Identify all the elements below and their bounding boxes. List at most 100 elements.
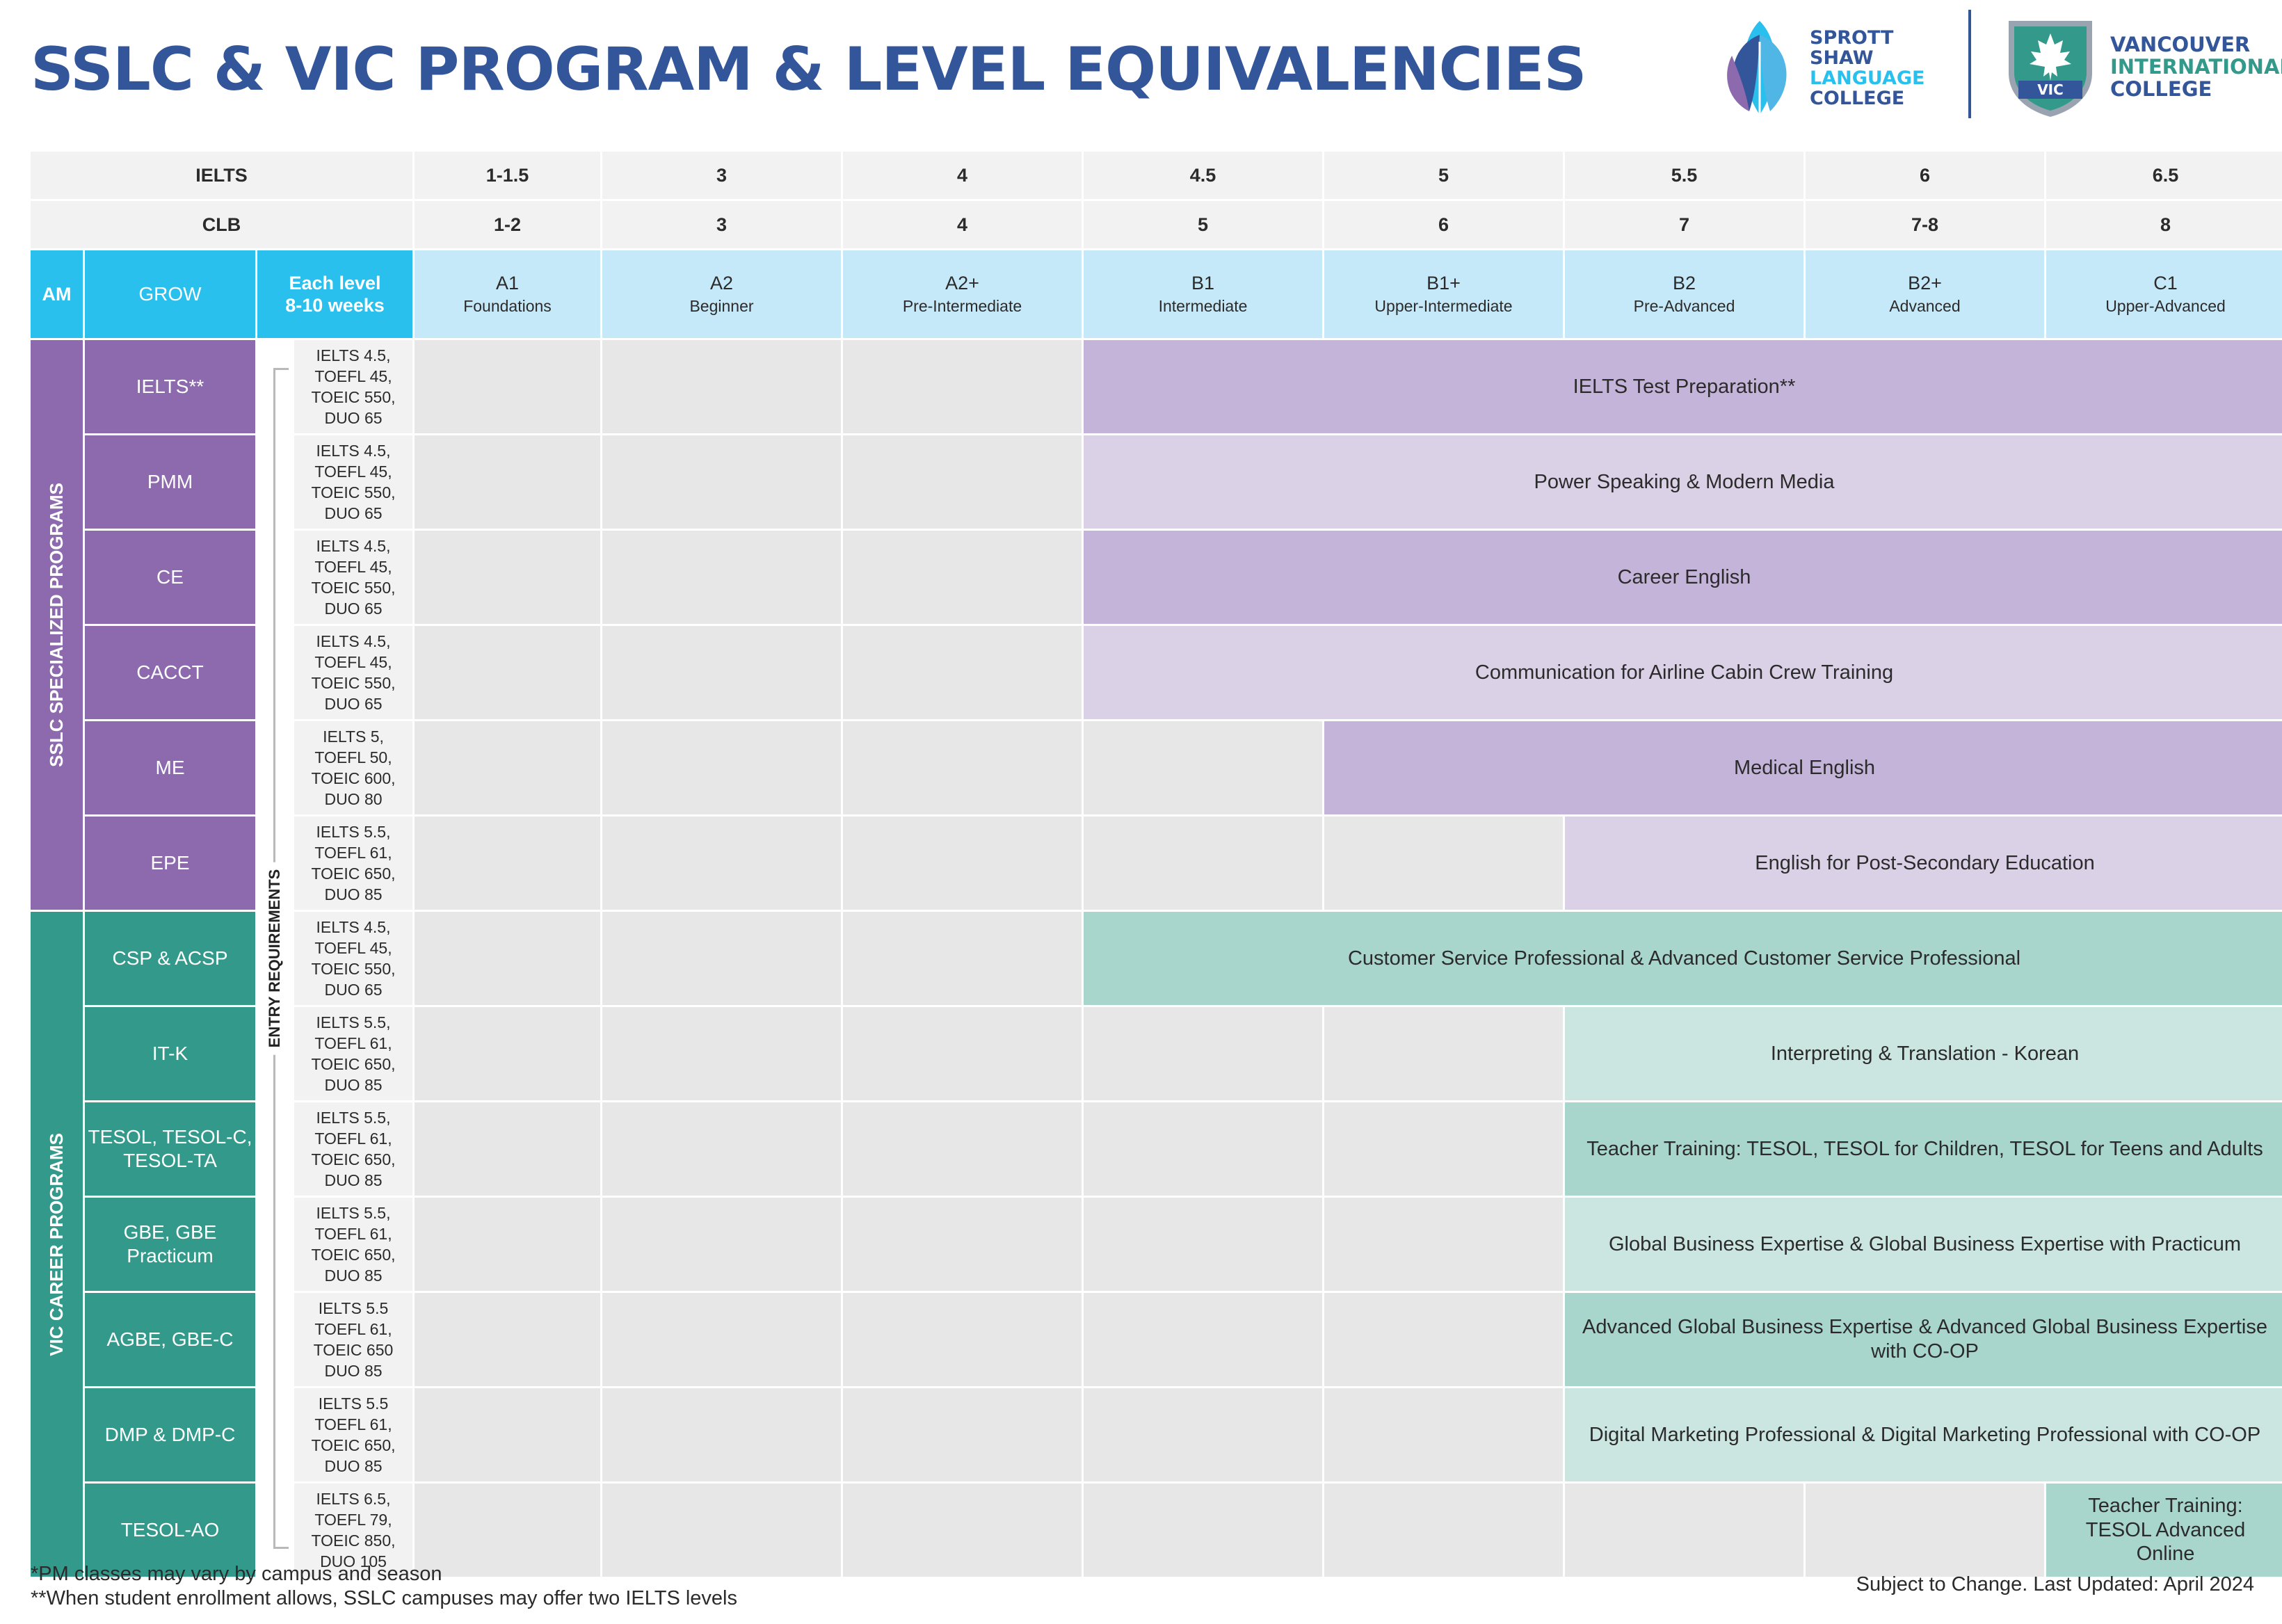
vic-badge-text: VIC <box>2037 81 2064 98</box>
level-code: A2 <box>709 273 734 294</box>
entry-requirement-line: TOEFL 45, <box>314 463 392 481</box>
empty-level-cell <box>602 1198 841 1291</box>
entry-requirement-cell: IELTS 5.5,TOEFL 61,TOEIC 650,DUO 85 <box>294 817 412 910</box>
level-header-cell: A2+ Pre-Intermediate <box>843 250 1082 338</box>
empty-level-cell <box>1324 1198 1563 1291</box>
program-code: EPE <box>85 817 255 910</box>
program-code: IELTS** <box>85 340 255 433</box>
empty-level-cell <box>843 1007 1082 1100</box>
grow-header: GROW <box>85 250 255 338</box>
clb-score-cell: 5 <box>1084 201 1322 248</box>
program-bar: Customer Service Professional & Advanced… <box>1084 912 2282 1005</box>
level-name: Pre-Intermediate <box>902 297 1022 316</box>
entry-requirement-cell: IELTS 4.5,TOEFL 45,TOEIC 550,DUO 65 <box>294 531 412 624</box>
entry-requirement-cell: IELTS 4.5,TOEFL 45,TOEIC 550,DUO 65 <box>294 435 412 529</box>
entry-requirement-line: DUO 105 <box>320 1552 387 1570</box>
empty-level-cell <box>1084 1388 1322 1481</box>
program-bar: Interpreting & Translation - Korean <box>1565 1007 2282 1100</box>
entry-requirement-line: IELTS 4.5, <box>316 632 391 650</box>
entry-requirement-line: TOEFL 50, <box>314 748 392 766</box>
entry-requirement-line: TOEIC 600, <box>311 769 396 787</box>
clb-score-cell: 7 <box>1565 201 1803 248</box>
empty-level-cell <box>415 817 600 910</box>
level-name: Upper-Intermediate <box>1374 297 1513 316</box>
empty-level-cell <box>1324 1388 1563 1481</box>
level-name: Upper-Advanced <box>2105 297 2226 316</box>
entry-requirement-line: IELTS 6.5, <box>316 1490 391 1508</box>
empty-level-cell <box>602 340 841 433</box>
entry-requirement-cell: IELTS 5.5,TOEFL 61,TOEIC 650,DUO 85 <box>294 1102 412 1196</box>
each-level-line: 8-10 weeks <box>285 295 385 316</box>
entry-requirement-line: IELTS 5.5, <box>316 1109 391 1127</box>
clb-score-cell: 4 <box>843 201 1082 248</box>
entry-requirement-line: IELTS 5.5, <box>316 1204 391 1222</box>
entry-requirement-line: TOEFL 61, <box>314 1034 392 1052</box>
level-code: A1 <box>495 273 520 294</box>
entry-requirement-line: TOEIC 550, <box>311 483 396 501</box>
clb-score-cell: 6 <box>1324 201 1563 248</box>
program-bar: Global Business Expertise & Global Busin… <box>1565 1198 2282 1291</box>
entry-requirement-line: TOEFL 61, <box>314 1320 392 1338</box>
empty-level-cell <box>1084 1102 1322 1196</box>
sslc-logo-text: SPROTT SHAW LANGUAGE COLLEGE <box>1810 28 1925 108</box>
empty-level-cell <box>415 721 600 814</box>
entry-requirement-line: TOEIC 550, <box>311 388 396 406</box>
bracket-tick <box>273 368 289 370</box>
entry-requirement-line: IELTS 5.5, <box>316 823 391 841</box>
last-updated-note: Subject to Change. Last Updated: April 2… <box>1856 1573 2254 1595</box>
empty-level-cell <box>415 626 600 719</box>
empty-level-cell <box>1084 721 1322 814</box>
entry-requirement-line: DUO 65 <box>324 981 383 999</box>
entry-requirement-cell: IELTS 4.5,TOEFL 45,TOEIC 550,DUO 65 <box>294 626 412 719</box>
empty-level-cell <box>843 1388 1082 1481</box>
level-name: Intermediate <box>1158 297 1248 316</box>
program-bar: Power Speaking & Modern Media <box>1084 435 2282 529</box>
level-code: B2+ <box>1908 273 1942 294</box>
entry-requirements-label: ENTRY REQUIREMENTS <box>257 862 292 1055</box>
entry-requirement-line: DUO 85 <box>324 1267 383 1285</box>
sslc-leaf-logo-icon <box>1727 21 1787 115</box>
level-header-cell: B1+Upper-Intermediate <box>1324 250 1563 338</box>
footnote-pm: *PM classes may vary by campus and seaso… <box>31 1563 442 1585</box>
ielts-score-cell: 5.5 <box>1565 152 1803 199</box>
entry-requirement-line: TOEIC 650, <box>311 1150 396 1168</box>
level-code: A2+ <box>945 273 979 294</box>
empty-level-cell <box>415 435 600 529</box>
entry-requirement-line: TOEFL 61, <box>314 1129 392 1148</box>
entry-requirement-line: DUO 85 <box>324 1076 383 1094</box>
entry-requirement-line: DUO 85 <box>324 1457 383 1475</box>
sslc-logo-line: COLLEGE <box>1810 88 1905 109</box>
empty-level-cell <box>602 531 841 624</box>
ielts-score-cell: 6.5 <box>2046 152 2282 199</box>
clb-score-cell: 1-2 <box>415 201 600 248</box>
empty-level-cell <box>843 721 1082 814</box>
ielts-score-cell: 1-1.5 <box>415 152 600 199</box>
vic-logo-text: VANCOUVER INTERNATIONAL COLLEGE <box>2110 33 2282 100</box>
empty-level-cell <box>602 1293 841 1386</box>
empty-level-cell <box>1084 1007 1322 1100</box>
empty-level-cell <box>1084 1198 1322 1291</box>
empty-level-cell <box>1565 1484 1803 1577</box>
empty-level-cell <box>1324 1102 1563 1196</box>
empty-level-cell <box>415 1007 600 1100</box>
empty-level-cell <box>843 340 1082 433</box>
entry-requirement-cell: IELTS 5.5,TOEFL 61,TOEIC 650,DUO 85 <box>294 1198 412 1291</box>
program-code: CSP & ACSP <box>85 912 255 1005</box>
vic-logo-line: COLLEGE <box>2110 77 2212 101</box>
empty-level-cell <box>602 912 841 1005</box>
level-name: Advanced <box>1889 297 1961 316</box>
entry-requirement-line: DUO 65 <box>324 695 383 713</box>
entry-requirement-line: IELTS 5, <box>323 727 384 746</box>
clb-score-cell: 7-8 <box>1806 201 2044 248</box>
logo-divider <box>1968 10 1971 118</box>
ielts-score-cell: 5 <box>1324 152 1563 199</box>
empty-level-cell <box>602 817 841 910</box>
page-title: SSLC & VIC PROGRAM & LEVEL EQUIVALENCIES <box>31 35 1586 104</box>
program-code: CACCT <box>85 626 255 719</box>
level-code: B1 <box>1191 273 1215 294</box>
level-name: Beginner <box>689 297 754 316</box>
entry-requirement-cell: IELTS 4.5,TOEFL 45,TOEIC 550,DUO 65 <box>294 912 412 1005</box>
empty-level-cell <box>1084 1484 1322 1577</box>
